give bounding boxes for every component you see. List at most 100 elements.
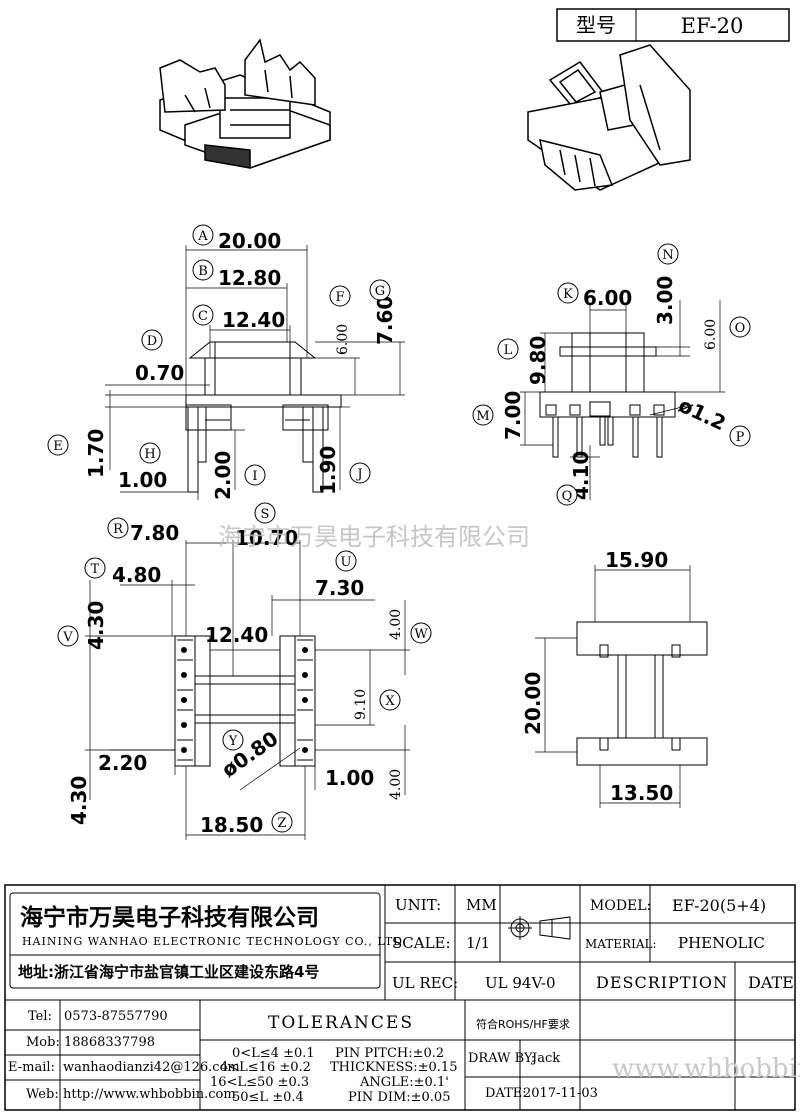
dim-w: 4.00 [388, 609, 404, 640]
dim-j: 1.90 [316, 446, 340, 495]
marker-circle-y [222, 729, 244, 751]
marker-circle-c [192, 304, 214, 326]
web-label: Web: [26, 1087, 59, 1102]
marker-letter-d: D [147, 334, 157, 349]
dim-o: 6.00 [703, 319, 719, 350]
marker-letter-k: K [563, 287, 573, 302]
company-address: 地址:浙江省海宁市盐官镇工业区建设东路4号 [18, 963, 319, 981]
marker-letter-g: G [375, 284, 385, 299]
dim-i: 2.00 [211, 451, 235, 500]
marker-circle-b [192, 259, 214, 281]
marker-circle-p [729, 425, 751, 447]
iso-view-left [159, 38, 331, 169]
front-view [105, 245, 405, 500]
dim-n: 3.00 [653, 276, 677, 325]
model-label: MODEL: [590, 898, 651, 914]
dim-a: 20.00 [218, 229, 281, 253]
material-label: MATERIAL: [585, 937, 657, 951]
tol-line-4: 50≤L ±0.4 [232, 1090, 304, 1105]
marker-circle-v [57, 625, 79, 647]
dim-s: 10.70 [235, 526, 298, 550]
mob-value: 18868337798 [64, 1035, 155, 1050]
marker-letter-a: A [197, 229, 208, 244]
marker-circle-x [379, 689, 401, 711]
drawn-label: DRAW BY: [468, 1051, 535, 1066]
marker-circle-e [47, 434, 69, 456]
dim-t: 4.80 [112, 563, 161, 587]
dim-d: 0.70 [135, 361, 184, 385]
bottom-view [85, 540, 410, 840]
marker-circle-t [84, 557, 106, 579]
date-value: 2017-11-03 [523, 1086, 598, 1101]
marker-circle-o [729, 316, 751, 338]
marker-circle-s [254, 502, 276, 524]
dim-r: 7.80 [130, 521, 179, 545]
dim-m: 7.00 [501, 391, 525, 440]
marker-circle-r [107, 517, 129, 539]
marker-letter-c: C [198, 309, 208, 324]
dim-z: 18.50 [200, 813, 263, 837]
marker-letter-q: Q [562, 489, 573, 504]
marker-circle-h [139, 442, 161, 464]
web-value: http://www.whbobbin.com [63, 1087, 236, 1102]
material-value: PHENOLIC [678, 934, 765, 952]
unit-value: MM [466, 896, 497, 914]
marker-letter-p: P [736, 430, 745, 445]
dim-c2: 12.40 [205, 623, 268, 647]
dim-c: 12.40 [222, 308, 285, 332]
dim-h2: 1.00 [325, 766, 374, 790]
top-view [535, 565, 708, 808]
marker-letter-b: B [198, 264, 208, 279]
marker-letter-t: T [91, 562, 100, 577]
dim-u: 7.30 [315, 576, 364, 600]
dim-v2: 4.30 [67, 776, 91, 825]
marker-letter-w: W [414, 627, 428, 642]
marker-circle-u [335, 550, 357, 572]
marker-letter-i: I [252, 469, 257, 484]
marker-circle-f [329, 285, 351, 307]
date-small-label: DATE: [485, 1086, 527, 1101]
dim-height: 20.00 [521, 672, 545, 735]
marker-circle-l [497, 338, 519, 360]
watermark: 海宁市万昊电子科技有限公司 [218, 523, 530, 551]
date-label: DATE [748, 973, 794, 992]
pin-line-1: PIN PITCH:±0.2 [335, 1046, 444, 1061]
rohs-text: 符合ROHS/HF要求 [476, 1017, 570, 1031]
pin-line-4: PIN DIM:±0.05 [348, 1090, 450, 1105]
dim-b: 12.80 [218, 266, 281, 290]
marker-letter-m: M [476, 409, 489, 424]
marker-circle-m [472, 404, 494, 426]
tol-line-3: 16<L≤50 ±0.3 [210, 1075, 309, 1090]
dim-h: 1.00 [118, 468, 167, 492]
ulrec-value: UL 94V-0 [485, 974, 556, 992]
dim-w2: 4.00 [388, 769, 404, 800]
marker-letter-x: X [385, 694, 395, 709]
marker-circle-d [141, 329, 163, 351]
model-value: EF-20(5+4) [672, 896, 766, 915]
scale-value: 1/1 [466, 934, 490, 952]
front-view-dimensions: 20.00 12.80 12.40 0.70 1.70 6.00 7.60 1.… [84, 229, 397, 500]
drawn-value: Jack [530, 1051, 560, 1066]
side-view-dimensions: 6.00 3.00 6.00 9.80 7.00 ø1.2 4.10 [501, 276, 730, 500]
title-block [4, 884, 796, 1111]
email-label: E-mail: [8, 1060, 55, 1075]
marker-letter-l: L [504, 343, 513, 358]
dim-l: 9.80 [526, 336, 550, 385]
description-label: DESCRIPTION [596, 973, 728, 992]
top-view-dimensions: 15.90 20.00 13.50 [521, 548, 673, 805]
marker-letter-e: E [53, 439, 63, 454]
marker-letter-h: H [144, 447, 155, 462]
marker-letter-y: Y [228, 734, 238, 749]
marker-letter-f: F [335, 290, 344, 305]
marker-letter-o: O [735, 321, 746, 336]
ulrec-label: UL REC: [392, 974, 458, 992]
marker-letter-s: S [261, 507, 270, 522]
scale-label: SCALE: [392, 934, 451, 952]
marker-circle-g [369, 279, 391, 301]
dim-bottom: 13.50 [610, 781, 673, 805]
marker-letter-v: V [62, 630, 73, 645]
email-value: wanhaodianzi42@126.com [63, 1060, 240, 1075]
marker-letter-z: Z [277, 816, 286, 831]
marker-letter-u: U [341, 555, 352, 570]
